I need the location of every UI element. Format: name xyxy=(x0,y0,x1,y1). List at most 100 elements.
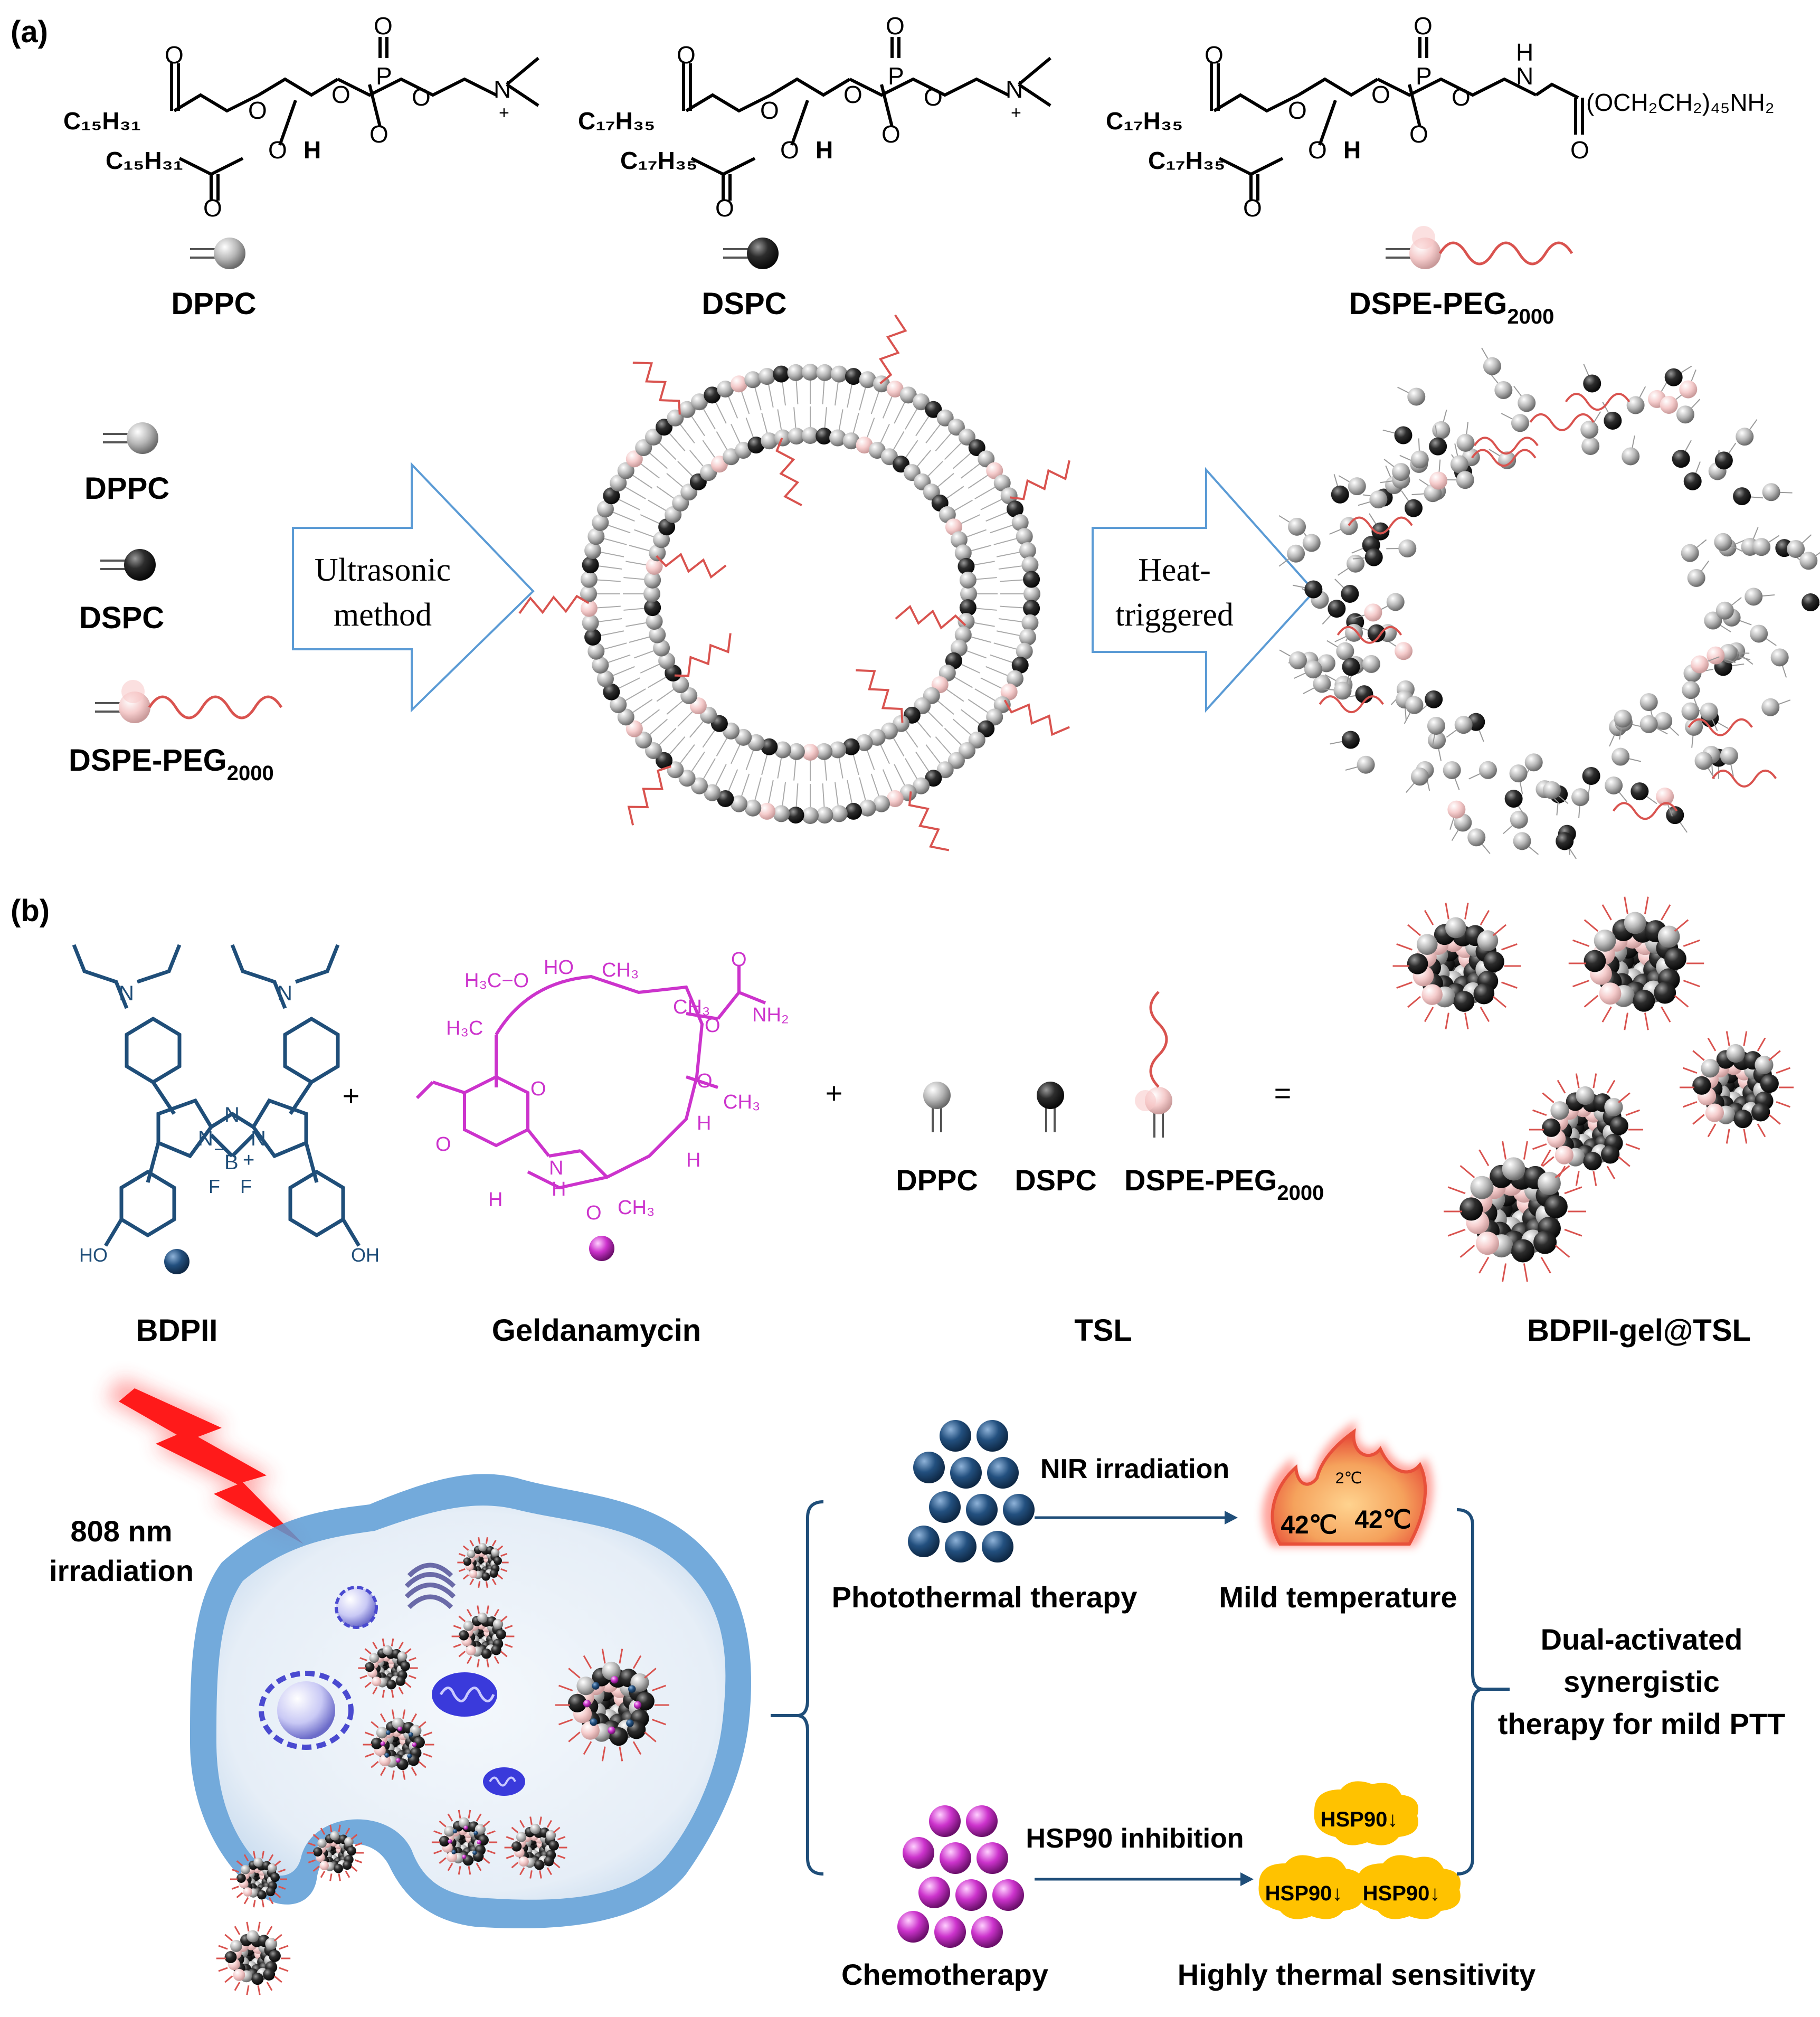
dspe-p: P xyxy=(1416,62,1432,90)
outer-ring-lipid xyxy=(759,368,776,385)
outer-ring-lipid xyxy=(596,500,614,518)
scattered-lipid xyxy=(1571,788,1590,807)
dspe-peg-chain: (OCH₂CH₂)₄₅NH₂ xyxy=(1586,89,1775,116)
magenta-ball-8 xyxy=(897,1911,929,1943)
dspe-o4: O xyxy=(1371,81,1390,108)
dspc-o4: O xyxy=(843,81,862,108)
navy-ball-2 xyxy=(913,1452,945,1483)
inner-ring-lipid xyxy=(958,613,975,630)
scattered-lipid xyxy=(1478,761,1497,779)
inner-ring-lipid xyxy=(747,734,765,751)
scattered-lipid xyxy=(1704,611,1722,630)
temp-small: 2℃ xyxy=(1335,1470,1362,1487)
scattered-peg xyxy=(1711,769,1777,788)
outer-ring-lipid xyxy=(986,462,1003,479)
heat-line1: Heat- xyxy=(1138,552,1211,588)
outer-ring-lipid xyxy=(625,720,643,737)
navy-ball-9 xyxy=(945,1531,977,1563)
bdpii-minus: − xyxy=(214,1139,225,1161)
magenta-ball-10 xyxy=(971,1916,1003,1948)
dspe-nh-h: H xyxy=(1516,39,1533,66)
plus-sign-1: + xyxy=(343,1079,360,1112)
outer-ring-lipid xyxy=(635,731,652,749)
inner-ring-lipid xyxy=(774,429,791,447)
scattered-lipid xyxy=(1362,655,1380,673)
outer-ring-lipid xyxy=(587,642,605,660)
outer-ring-lipid xyxy=(936,409,954,427)
magenta-ball-1 xyxy=(966,1805,998,1837)
tsl-dspe-main: DSPE-PEG xyxy=(1124,1163,1277,1197)
outer-ring-lipid xyxy=(592,514,609,531)
outer-ring-lipid xyxy=(580,600,598,617)
dppc-p: P xyxy=(376,62,392,90)
outer-ring-lipid xyxy=(635,439,652,457)
scattered-lipid xyxy=(1288,651,1307,669)
peg-chain xyxy=(632,361,681,415)
dspc-p: P xyxy=(888,62,904,90)
scattered-peg xyxy=(1471,449,1537,467)
scattered-lipid xyxy=(1683,472,1702,490)
dspc-o1: O xyxy=(677,41,696,69)
scattered-lipid xyxy=(1612,747,1630,766)
scattered-lipid xyxy=(1654,712,1673,730)
scattered-lipid xyxy=(1614,709,1632,728)
therapy-bracket xyxy=(771,1500,824,1876)
dppc-structure xyxy=(170,37,539,201)
inner-ring-lipid xyxy=(954,626,972,643)
outside-particle-1 xyxy=(230,1851,287,1908)
scattered-lipid xyxy=(1631,782,1649,801)
cell-particle-5 xyxy=(555,1649,669,1762)
gel-o4: O xyxy=(435,1133,451,1156)
scattered-lipid xyxy=(1511,414,1529,432)
bdpii-f1: F xyxy=(208,1176,220,1197)
scattered-lipid xyxy=(1510,810,1528,829)
peg-chain xyxy=(656,553,727,579)
outer-ring-lipid xyxy=(691,393,708,411)
geldanamycin-structure xyxy=(415,966,766,1190)
peg-chain xyxy=(878,314,907,384)
scattered-lipid xyxy=(1456,471,1474,489)
photothermal-agent-cluster xyxy=(908,1420,1035,1563)
outer-ring-lipid xyxy=(704,784,721,801)
scattered-lipid xyxy=(1580,420,1599,439)
scattered-lipid xyxy=(1288,517,1306,536)
scattered-lipid xyxy=(1556,832,1574,850)
scattered-lipid xyxy=(1407,387,1426,406)
scattered-lipid xyxy=(1691,655,1709,674)
outer-ring-lipid xyxy=(913,393,930,411)
cell-particle-2 xyxy=(451,1605,515,1668)
outer-ring-lipid xyxy=(645,429,662,446)
geldanamycin-name: Geldanamycin xyxy=(492,1313,701,1348)
tsl-lipid-icons xyxy=(923,991,1172,1138)
inner-ring-lipid xyxy=(774,741,791,759)
outer-ring-lipid xyxy=(947,752,965,769)
inner-ring-lipid xyxy=(735,442,752,459)
inner-ring-lipid xyxy=(802,427,819,444)
magenta-ball-0 xyxy=(929,1805,961,1837)
scattered-lipid xyxy=(1347,554,1365,573)
gel-ch3d: CH₃ xyxy=(618,1197,655,1219)
magenta-ball-7 xyxy=(992,1879,1024,1911)
magenta-ball-5 xyxy=(918,1877,950,1908)
outer-ring-lipid xyxy=(845,802,862,820)
legend-dppc-label: DPPC xyxy=(84,471,169,506)
flame-icon xyxy=(1262,1420,1433,1547)
scattered-peg xyxy=(1565,393,1631,411)
outer-ring-lipid xyxy=(1021,556,1039,574)
outer-ring-lipid xyxy=(830,365,848,383)
dppc-r2: C₁₅H₃₁ xyxy=(106,147,183,174)
inner-ring-lipid xyxy=(856,734,873,751)
bdpii-n2: N xyxy=(198,1127,213,1150)
dspc-r2: C₁₇H₃₅ xyxy=(620,147,697,174)
dppc-o7: O xyxy=(412,83,431,111)
scattered-lipid xyxy=(1410,450,1429,469)
dppc-o4: O xyxy=(331,81,350,108)
ptt-label: Photothermal therapy xyxy=(832,1580,1138,1614)
inner-ring-lipid xyxy=(829,741,847,759)
legend-dspc-icon xyxy=(100,549,156,581)
gel-ch3a: CH₃ xyxy=(602,959,639,981)
bdpii-plus: + xyxy=(243,1149,254,1171)
cell-particle-6 xyxy=(431,1810,498,1875)
outer-ring-lipid xyxy=(1000,683,1018,700)
scattered-lipid xyxy=(1581,437,1600,455)
